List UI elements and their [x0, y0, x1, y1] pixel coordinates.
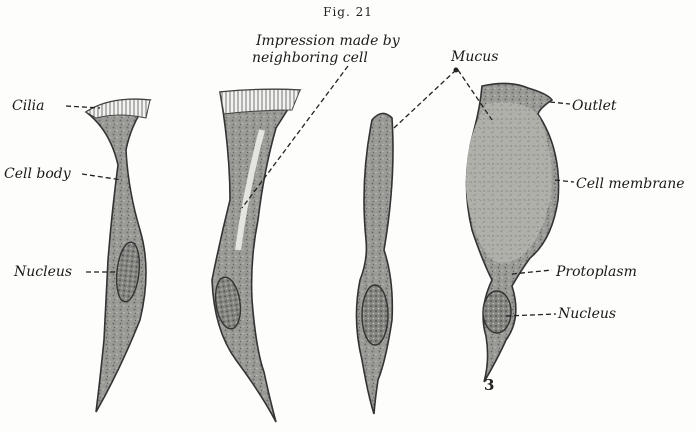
cilia-fringe [220, 89, 300, 114]
label-nucleus-right: Nucleus [557, 306, 616, 322]
label-mucus: Mucus [450, 49, 498, 65]
nucleus [362, 285, 388, 345]
nucleus [483, 291, 511, 333]
slender-mucous-cell [356, 113, 393, 414]
goblet-cell [466, 83, 559, 382]
mucus-leader-dot [454, 68, 459, 73]
label-protoplasm: Protoplasm [555, 264, 637, 280]
label-impression-line2: neighboring cell [252, 50, 368, 66]
ciliated-cell-2 [212, 89, 300, 422]
cilia-fringe [86, 99, 150, 118]
ciliated-cell-1 [86, 99, 150, 412]
label-cell-membrane: Cell membrane [576, 176, 685, 192]
label-cilia: Cilia [12, 98, 45, 114]
label-nucleus-left: Nucleus [13, 264, 72, 280]
mucus-leader-1 [394, 70, 456, 128]
label-outlet: Outlet [572, 98, 617, 114]
figure-number: 3 [484, 376, 494, 394]
figure-title: Fig. 21 [323, 5, 373, 19]
label-impression-line1: Impression made by [255, 33, 401, 49]
label-cell-body: Cell body [4, 166, 72, 182]
outlet-leader [550, 102, 570, 104]
